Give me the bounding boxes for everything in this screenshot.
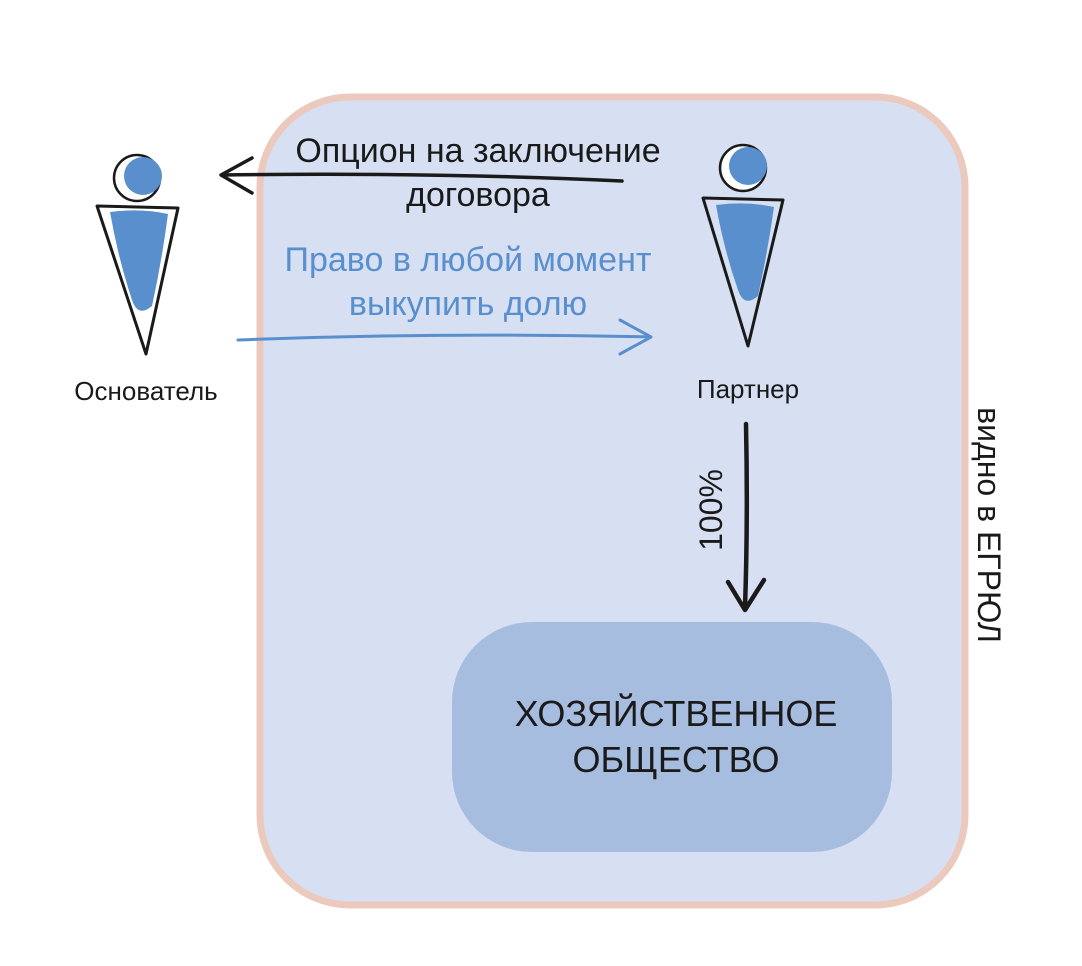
company-name-line2: ОБЩЕСТВО [573, 739, 780, 780]
partner-label: Партнер [697, 374, 799, 404]
ownership-arrow [725, 421, 767, 613]
buyout-arrow-label-line2: выкупить долю [349, 285, 587, 323]
founder-label: Основатель [74, 376, 217, 406]
buyout-arrow-label-line1: Право в любой момент [285, 241, 652, 279]
option-arrow [219, 156, 624, 195]
registry-label: видно в ЕГРЮЛ [971, 407, 1007, 643]
founder-icon [95, 153, 180, 356]
ownership-percent: 100% [693, 469, 729, 551]
option-arrow-label-line2: договора [406, 176, 550, 214]
option-arrow-label-line1: Опцион на заключение [295, 132, 660, 170]
partner-icon [701, 143, 785, 348]
company-name-line1: ХОЗЯЙСТВЕННОЕ [515, 692, 838, 734]
company-block [452, 622, 892, 852]
buyout-arrow [236, 318, 653, 356]
